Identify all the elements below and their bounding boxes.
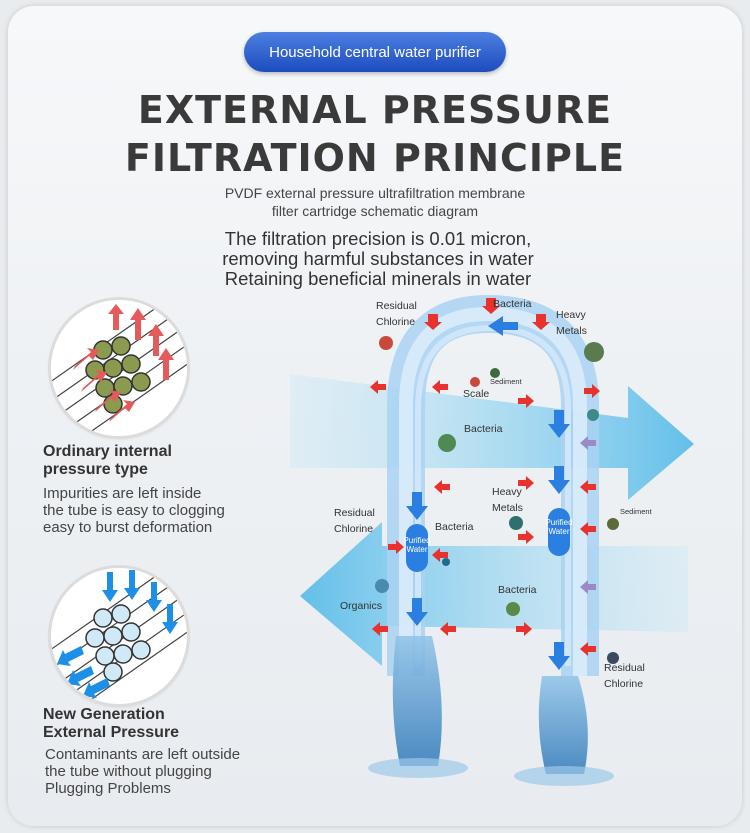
text-heavy-top: Heavy — [556, 309, 586, 321]
label-residual-chlorine-top: Residual Chlorine — [376, 298, 417, 330]
external-title-line1: New Generation — [43, 706, 165, 723]
filtration-schematic — [290, 294, 694, 786]
label-bacteria-low: Bacteria — [498, 584, 537, 596]
purified-capsule-left — [406, 524, 428, 572]
subtitle-line1: PVDF external pressure ultrafiltration m… — [224, 185, 526, 201]
internal-membrane-bundle-icon — [51, 300, 187, 436]
external-type-title: New Generation External Pressure — [43, 706, 179, 742]
desc-line3: Retaining beneficial minerals in water — [224, 268, 532, 289]
internal-type-description: Impurities are left inside the tube is e… — [43, 485, 225, 536]
purified-capsule-right — [548, 508, 570, 556]
description: The filtration precision is 0.01 micron,… — [198, 229, 558, 289]
internal-type-title: Ordinary internal pressure type — [43, 443, 172, 479]
text-residual-right: Residual — [604, 662, 645, 674]
label-scale: Scale — [463, 388, 490, 400]
text-purified-b: Purified — [545, 518, 573, 527]
internal-title-line1: Ordinary internal — [43, 443, 172, 460]
label-sediment-2: Sediment — [620, 507, 652, 516]
text-water-b: Water — [548, 527, 570, 536]
text-heavy-mid: Heavy — [492, 486, 522, 498]
subtitle-line2: filter cartridge schematic diagram — [271, 203, 479, 219]
external-pressure-illustration — [51, 568, 187, 704]
label-residual-chlorine-right: Residual Chlorine — [604, 660, 645, 692]
desc-line1: The filtration precision is 0.01 micron, — [224, 228, 532, 249]
label-heavy-metals-mid: Heavy Metals — [492, 484, 523, 516]
text-metals-mid: Metals — [492, 502, 523, 514]
product-badge: Household central water purifier — [244, 32, 506, 72]
infographic-card: Household central water purifier EXTERNA… — [8, 6, 742, 826]
external-membrane-bundle-icon — [51, 568, 187, 704]
internal-body-line1: Impurities are left inside — [43, 485, 202, 502]
water-splash-left — [368, 636, 468, 778]
internal-body-line3: easy to burst deformation — [43, 519, 213, 536]
text-residual-top: Residual — [376, 300, 417, 312]
internal-body-line2: the tube is easy to clogging — [43, 502, 225, 519]
label-bacteria-mid: Bacteria — [464, 423, 503, 435]
external-body-line1: Contaminants are left outside — [45, 746, 241, 763]
contaminant-particles — [375, 336, 619, 664]
subtitle: PVDF external pressure ultrafiltration m… — [8, 184, 742, 220]
label-purified-water-right: Purified Water — [539, 518, 579, 536]
contaminant-arrows — [370, 298, 600, 656]
internal-title-line2: pressure type — [43, 461, 148, 478]
label-purified-water-left: Purified Water — [397, 536, 437, 554]
text-chlorine-left: Chlorine — [334, 523, 374, 535]
internal-pressure-illustration — [51, 300, 187, 436]
flow-arrow-left-icon — [300, 522, 688, 666]
desc-line2: removing harmful substances in water — [222, 248, 534, 269]
label-bacteria-inner: Bacteria — [435, 521, 474, 533]
external-title-line2: External Pressure — [43, 724, 180, 741]
label-organics: Organics — [340, 600, 383, 612]
text-chlorine-right: Chlorine — [604, 678, 644, 690]
page-title-line1: EXTERNAL PRESSURE — [137, 88, 613, 132]
text-residual-left: Residual — [334, 507, 375, 519]
label-bacteria-top: Bacteria — [493, 298, 532, 310]
water-splash-right — [514, 676, 614, 786]
label-sediment-1: Sediment — [490, 377, 522, 386]
text-water-a: Water — [406, 545, 428, 554]
label-residual-chlorine-left: Residual Chlorine — [334, 505, 375, 537]
external-type-description: Contaminants are left outside the tube w… — [45, 746, 240, 797]
external-body-line2: the tube without plugging — [45, 763, 212, 780]
page-title-line2: FILTRATION PRINCIPLE — [124, 136, 626, 180]
label-heavy-metals-top: Heavy Metals — [556, 307, 587, 339]
text-chlorine-top: Chlorine — [376, 316, 416, 328]
external-body-line3: Plugging Problems — [45, 780, 171, 797]
text-metals-top: Metals — [556, 325, 587, 337]
flow-arrow-right-icon — [290, 374, 694, 500]
text-purified-a: Purified — [403, 536, 431, 545]
